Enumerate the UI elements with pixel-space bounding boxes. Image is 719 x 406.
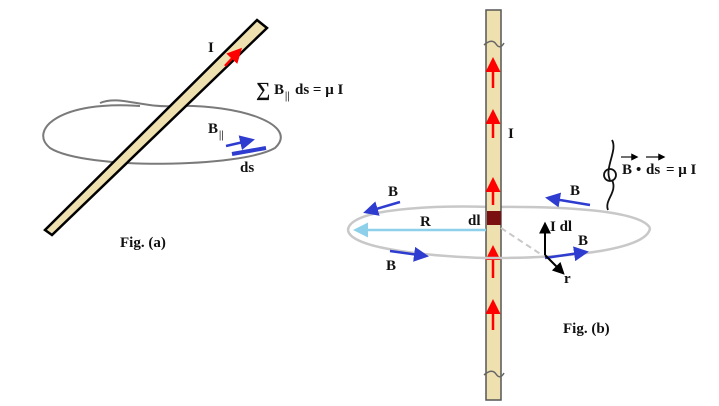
fig-b-r-label: r <box>564 271 571 287</box>
fig-b-field-arrow <box>545 192 591 208</box>
fig-a-current-label: I <box>208 40 214 56</box>
fig-a: I ∑ B || ds = μ I B || ds Fig. (a) <box>42 18 343 251</box>
fig-a-bpar-sub: || <box>219 130 223 141</box>
fig-b-r-arrow <box>544 254 565 275</box>
contour-integral-icon <box>606 139 615 211</box>
fig-a-wire <box>43 18 269 237</box>
fig-b-law-dot: • <box>636 162 641 178</box>
fig-b-law-ds: ds <box>646 162 660 178</box>
fig-b-dl-label: dl <box>468 213 481 229</box>
fig-b-field-label: B <box>388 184 398 200</box>
fig-a-law-sum: ∑ <box>256 79 270 101</box>
fig-a-bpar-arrow <box>225 135 255 151</box>
fig-a-caption: Fig. (a) <box>120 235 166 251</box>
fig-b-law-rest: = μ I <box>666 162 697 178</box>
fig-a-ds-arrow <box>231 146 267 156</box>
fig-b-idl-label: I dl <box>550 219 572 235</box>
fig-b-field-arrow <box>544 246 589 262</box>
fig-a-loop <box>42 99 282 165</box>
fig-b-field-arrow <box>363 200 401 216</box>
fig-b-dashed-link <box>500 227 543 256</box>
fig-b-radius-label: R <box>420 214 431 230</box>
fig-b-loop-front <box>346 227 652 260</box>
fig-b-field-label: B <box>570 183 580 199</box>
fig-b-wire-break-bottom <box>483 370 505 378</box>
fig-b-wire-break-top <box>483 40 505 48</box>
fig-a-law-rest: ds = μ I <box>295 82 343 98</box>
fig-b: I dl R B B B B I dl r B • <box>346 9 697 401</box>
fig-a-ds-label: ds <box>240 160 254 176</box>
fig-a-current-arrow <box>224 47 243 67</box>
fig-b-field-arrow <box>389 246 429 262</box>
contour-circle-icon <box>603 168 617 182</box>
fig-b-current-label: I <box>508 126 514 142</box>
fig-a-bpar-label: B <box>208 121 218 137</box>
fig-a-law-b: B <box>274 82 284 98</box>
fig-b-law-b: B <box>622 162 632 178</box>
fig-b-field-label: B <box>578 233 588 249</box>
fig-b-law: B • ds = μ I <box>603 139 697 211</box>
fig-a-law-sub: || <box>285 91 289 102</box>
fig-b-caption: Fig. (b) <box>563 321 610 337</box>
fig-b-current-element <box>487 211 501 225</box>
fig-b-field-label: B <box>386 258 396 274</box>
